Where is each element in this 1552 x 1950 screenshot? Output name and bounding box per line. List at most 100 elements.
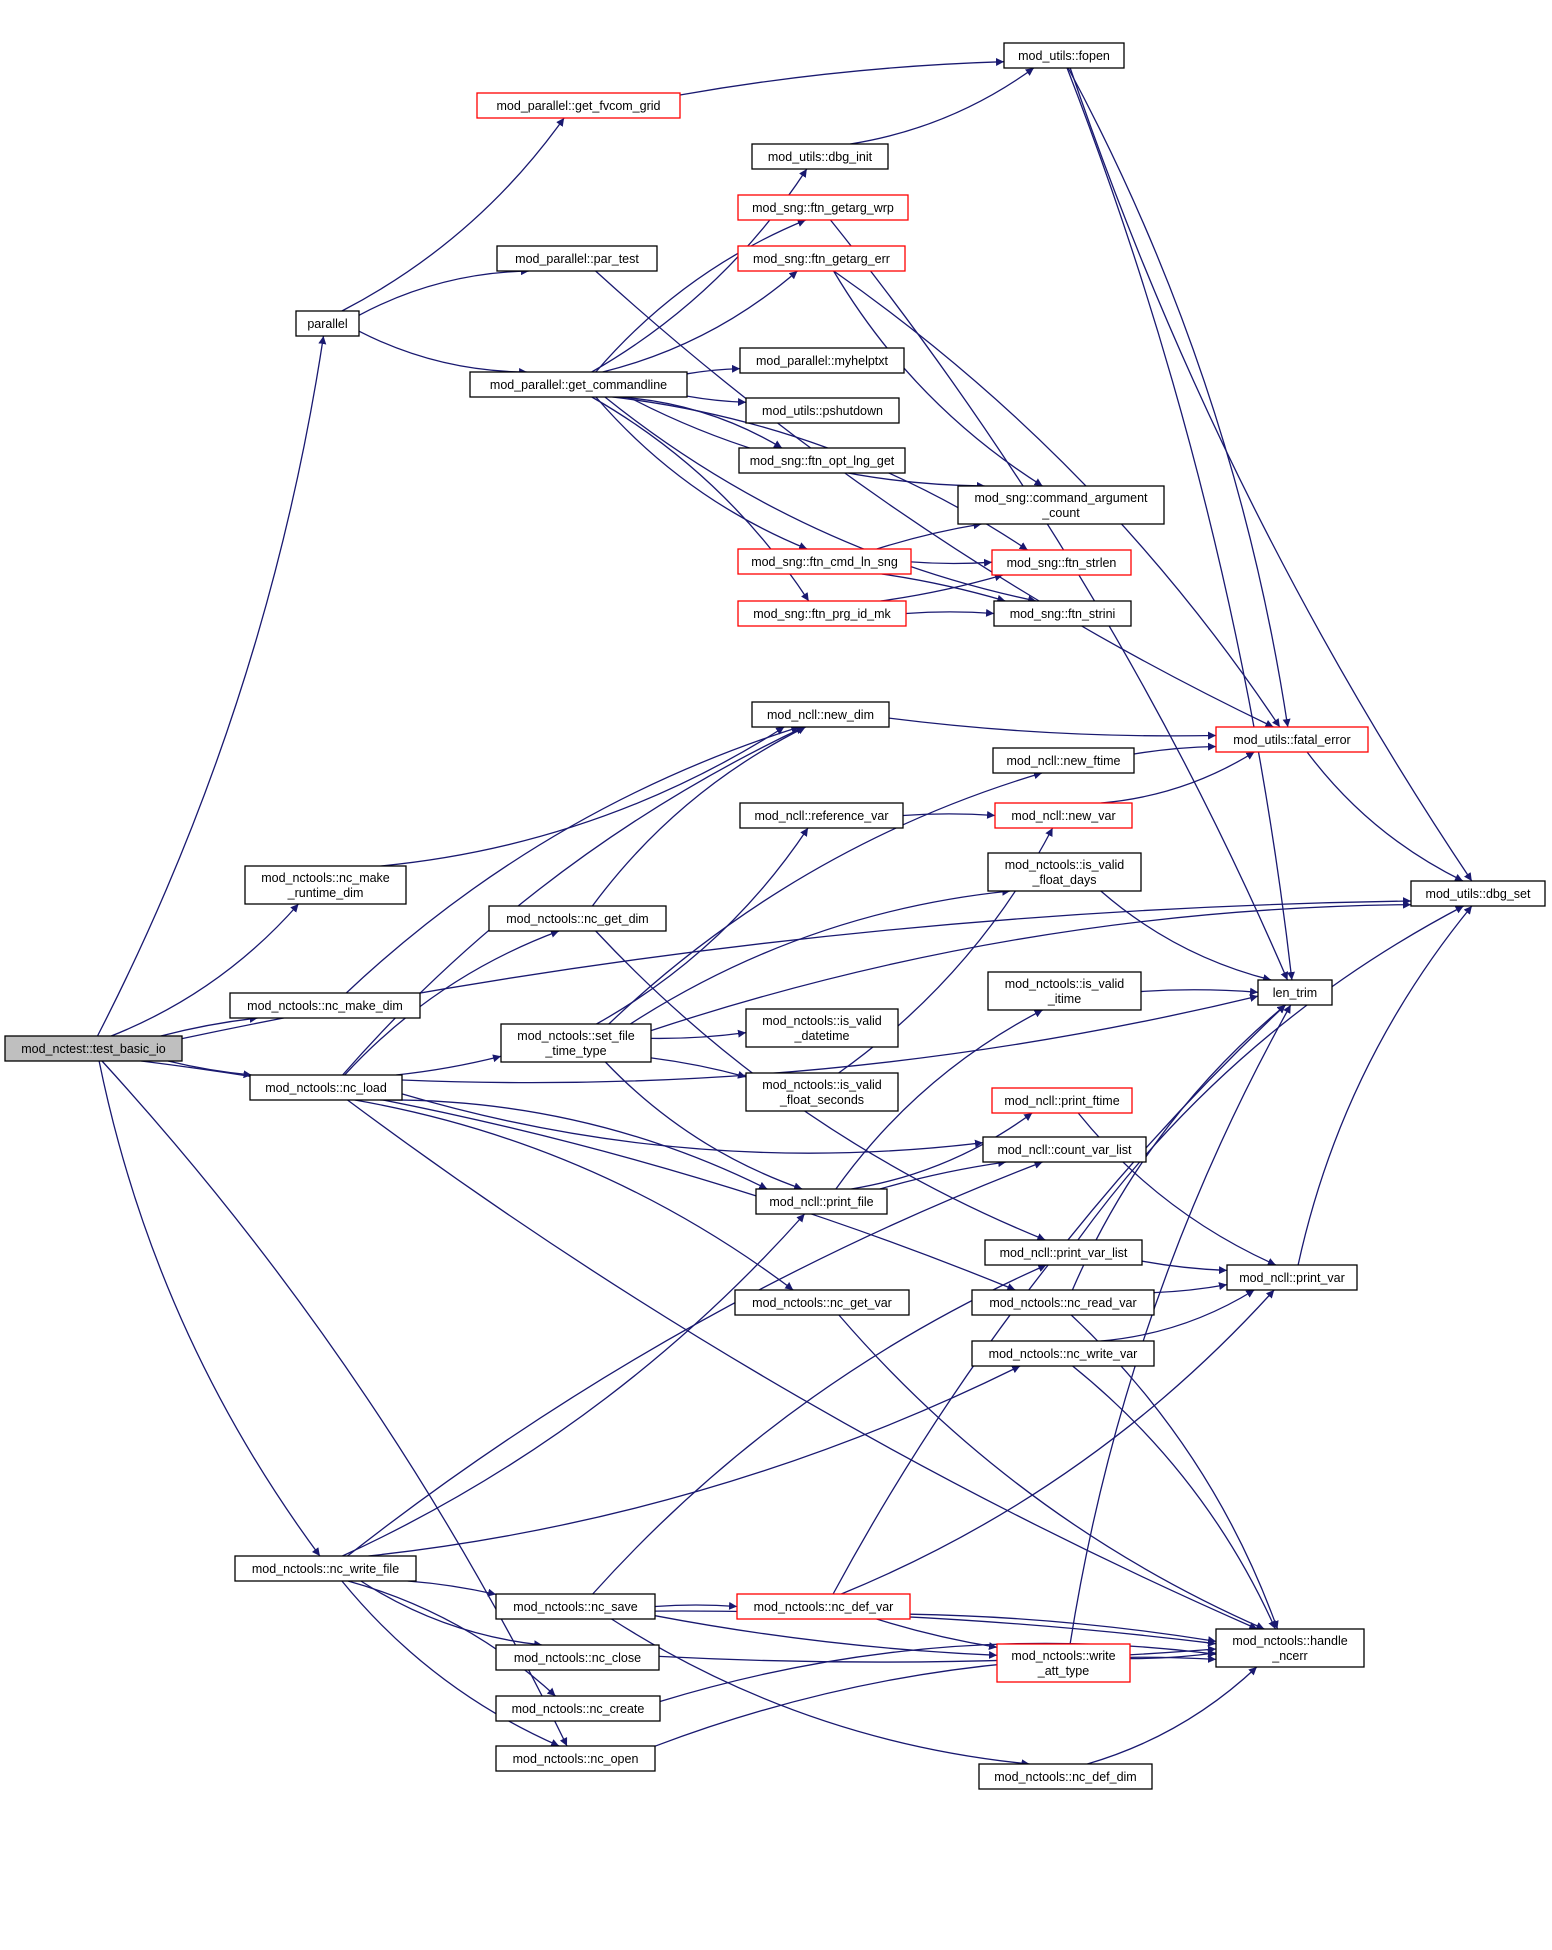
edge-root-to-parallel [96, 335, 327, 1037]
node-par-test[interactable]: mod_parallel::par_test [496, 245, 658, 272]
node-myhelptxt[interactable]: mod_parallel::myhelptxt [739, 347, 905, 374]
node-label: mod_ncll::new_dim [767, 708, 874, 722]
node-nc-get-dim[interactable]: mod_nctools::nc_get_dim [488, 905, 667, 932]
node-nc-write-var[interactable]: mod_nctools::nc_write_var [971, 1340, 1155, 1367]
node-strlen[interactable]: mod_sng::ftn_strlen [991, 549, 1132, 576]
node-get-commandline[interactable]: mod_parallel::get_commandline [469, 371, 688, 398]
node-box [234, 1555, 417, 1582]
node-nc-create[interactable]: mod_nctools::nc_create [495, 1695, 661, 1722]
node-root[interactable]: mod_nctest::test_basic_io [4, 1035, 183, 1062]
node-nc-load[interactable]: mod_nctools::nc_load [249, 1074, 403, 1101]
node-box [978, 1763, 1153, 1790]
node-label: parallel [307, 317, 347, 331]
node-handle-ncerr[interactable]: mod_nctools::handle_ncerr [1215, 1628, 1365, 1668]
node-is-valid-datetime[interactable]: mod_nctools::is_valid_datetime [745, 1008, 899, 1048]
node-box [469, 371, 688, 398]
node-box [991, 1087, 1133, 1114]
node-nc-def-var[interactable]: mod_nctools::nc_def_var [736, 1593, 911, 1620]
node-is-valid-float-seconds[interactable]: mod_nctools::is_valid_float_seconds [745, 1072, 899, 1112]
edge-nc_save-to-nc_def_var [654, 1601, 738, 1610]
node-nc-def-dim[interactable]: mod_nctools::nc_def_dim [978, 1763, 1153, 1790]
node-is-valid-float-days[interactable]: mod_nctools::is_valid_float_days [987, 852, 1142, 892]
node-box [295, 310, 360, 337]
node-fatal-error[interactable]: mod_utils::fatal_error [1215, 726, 1369, 753]
node-is-valid-itime[interactable]: mod_nctools::is_valid_itime [987, 971, 1142, 1011]
edge-is_valid_itime-to-len_trim [1140, 987, 1259, 996]
node-label: _itime [1047, 992, 1081, 1006]
nodes-layer: mod_nctest::test_basic_ioparallelmod_par… [4, 42, 1546, 1790]
edge-root-to-make_runtime_dim [110, 903, 299, 1037]
node-print-file[interactable]: mod_ncll::print_file [755, 1188, 888, 1215]
node-box [745, 1008, 899, 1048]
node-new-ftime[interactable]: mod_ncll::new_ftime [992, 747, 1135, 774]
node-getarg-err[interactable]: mod_sng::ftn_getarg_err [737, 245, 906, 272]
node-label: mod_sng::ftn_cmd_ln_sng [751, 555, 898, 569]
edge-get_commandline-to-getarg_wrp [595, 219, 806, 373]
node-nc-get-var[interactable]: mod_nctools::nc_get_var [734, 1289, 910, 1316]
edge-print_var_list-to-dbg_set [1077, 905, 1464, 1241]
node-label: mod_nctools::nc_def_dim [994, 1770, 1136, 1784]
node-make-runtime-dim[interactable]: mod_nctools::nc_make_runtime_dim [244, 865, 407, 905]
edge-nc_save-to-write_att_type [654, 1615, 998, 1659]
node-print-ftime[interactable]: mod_ncll::print_ftime [991, 1087, 1133, 1114]
node-cmd-ln-sng[interactable]: mod_sng::ftn_cmd_ln_sng [737, 548, 912, 575]
node-opt-lng-get[interactable]: mod_sng::ftn_opt_lng_get [738, 447, 906, 474]
node-print-var[interactable]: mod_ncll::print_var [1226, 1264, 1358, 1291]
edge-make_runtime_dim-to-new_dim [380, 726, 785, 867]
node-nc-open[interactable]: mod_nctools::nc_open [495, 1745, 656, 1772]
node-box [249, 1074, 403, 1101]
edge-nc_read_var-to-print_var [1153, 1282, 1228, 1294]
node-box [1215, 726, 1369, 753]
node-nc-read-var[interactable]: mod_nctools::nc_read_var [971, 1289, 1155, 1316]
edge-nc_write_file-to-nc_save [407, 1580, 497, 1597]
node-count-var-list[interactable]: mod_ncll::count_var_list [982, 1136, 1147, 1163]
node-box [984, 1239, 1143, 1266]
edge-nc_load-to-len_trim [401, 994, 1259, 1084]
node-box [4, 1035, 183, 1062]
node-label: mod_parallel::par_test [515, 252, 639, 266]
node-box [495, 1745, 656, 1772]
node-label: mod_ncll::print_ftime [1004, 1094, 1119, 1108]
node-reference-var[interactable]: mod_ncll::reference_var [739, 802, 904, 829]
edge-nc_write_file-to-count_var_list [347, 1161, 1043, 1557]
node-nc-make-dim[interactable]: mod_nctools::nc_make_dim [229, 992, 421, 1019]
edge-nc_load-to-count_var_list [401, 1093, 984, 1154]
node-nc-save[interactable]: mod_nctools::nc_save [495, 1593, 656, 1620]
node-prg-id-mk[interactable]: mod_sng::ftn_prg_id_mk [737, 600, 907, 627]
node-label: mod_nctools::nc_make [261, 871, 390, 885]
node-label: _time_type [544, 1044, 606, 1058]
edge-nc_save-to-handle_ncerr [654, 1610, 1217, 1647]
node-box [496, 245, 658, 272]
edge-fatal_error-to-dbg_set [1306, 751, 1464, 882]
node-label: mod_parallel::get_commandline [490, 378, 667, 392]
node-write-att-type[interactable]: mod_nctools::write_att_type [996, 1643, 1131, 1683]
edge-root-to-nc_load [167, 1060, 252, 1079]
node-dbg-set[interactable]: mod_utils::dbg_set [1410, 880, 1546, 907]
node-label: _ncerr [1271, 1649, 1307, 1663]
node-print-var-list[interactable]: mod_ncll::print_var_list [984, 1239, 1143, 1266]
node-get-fvcom-grid[interactable]: mod_parallel::get_fvcom_grid [476, 92, 681, 119]
node-dbg-init[interactable]: mod_utils::dbg_init [751, 143, 889, 170]
node-strini[interactable]: mod_sng::ftn_strini [993, 600, 1132, 627]
node-parallel[interactable]: parallel [295, 310, 360, 337]
node-new-var[interactable]: mod_ncll::new_var [994, 802, 1133, 829]
node-new-dim[interactable]: mod_ncll::new_dim [751, 701, 890, 728]
node-len-trim[interactable]: len_trim [1257, 979, 1333, 1006]
node-nc-write-file[interactable]: mod_nctools::nc_write_file [234, 1555, 417, 1582]
node-box [737, 600, 907, 627]
node-nc-close[interactable]: mod_nctools::nc_close [495, 1644, 660, 1671]
node-set-file-time-type[interactable]: mod_nctools::set_file_time_type [500, 1023, 652, 1063]
node-fopen[interactable]: mod_utils::fopen [1003, 42, 1125, 69]
node-pshutdown[interactable]: mod_utils::pshutdown [745, 397, 900, 424]
edge-nc_create-to-handle_ncerr [659, 1642, 1217, 1703]
edge-nc_def_dim-to-handle_ncerr [1087, 1666, 1258, 1765]
node-cmd-arg-count[interactable]: mod_sng::command_argument_count [957, 485, 1165, 525]
node-label: mod_parallel::myhelptxt [756, 354, 889, 368]
node-label: mod_nctools::nc_make_dim [247, 999, 403, 1013]
node-box [971, 1289, 1155, 1316]
node-getarg-wrp[interactable]: mod_sng::ftn_getarg_wrp [737, 194, 909, 221]
node-box [745, 397, 900, 424]
edge-nc_open-to-handle_ncerr [654, 1654, 1217, 1747]
node-label: mod_sng::ftn_prg_id_mk [753, 607, 891, 621]
edge-root-to-nc_write_file [98, 1060, 321, 1557]
